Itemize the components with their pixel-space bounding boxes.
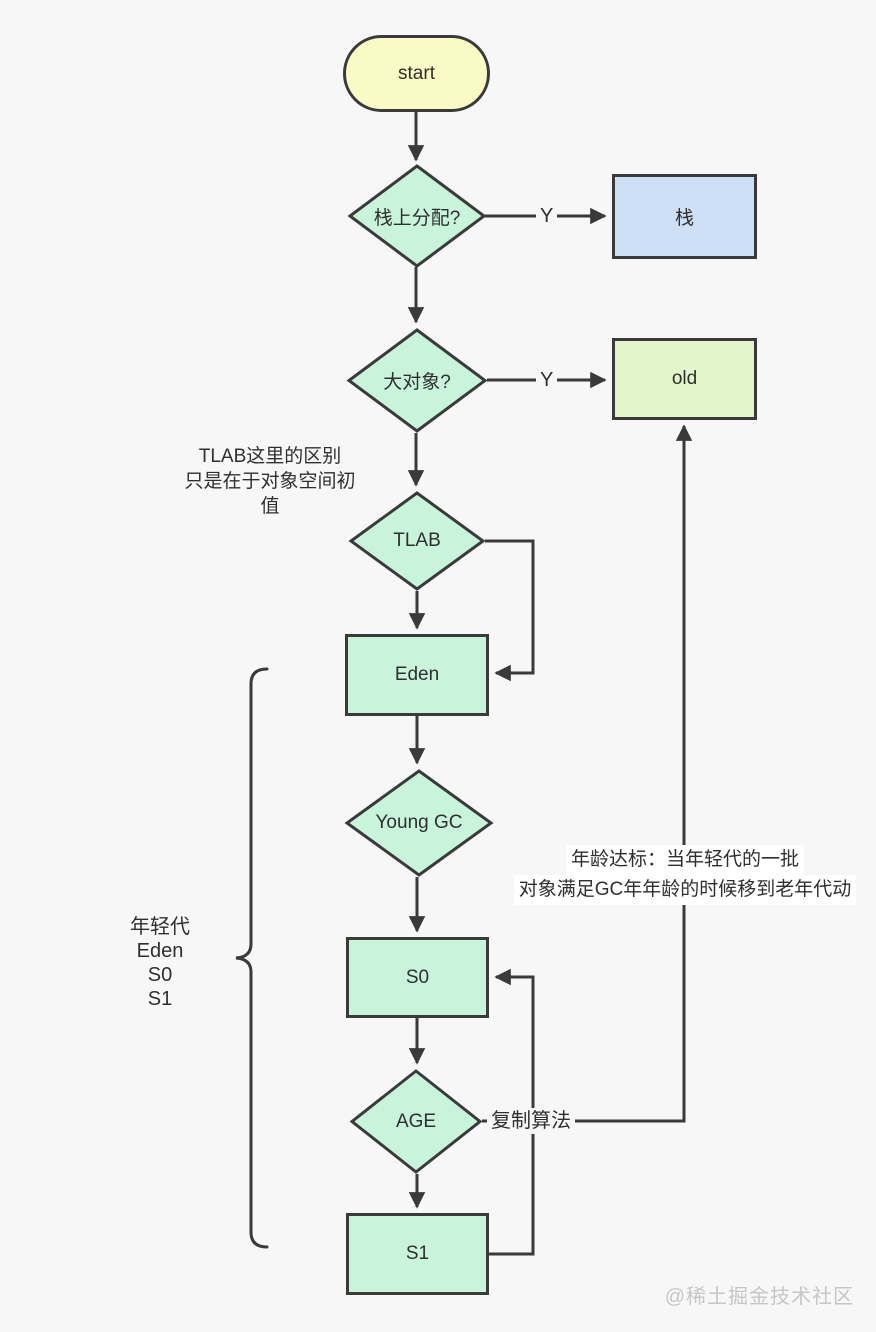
young-gen-label: 年轻代 Eden S0 S1	[100, 915, 220, 1011]
edge-label-stack-alloc-yes: Y	[536, 203, 558, 229]
node-stack: 栈	[612, 174, 757, 259]
age-note-line1: 年龄达标：当年轻代的一批	[565, 845, 804, 875]
tlab-note-line2: 只是在于对象空间初	[184, 471, 356, 492]
node-big-object-label: 大对象?	[383, 372, 451, 393]
tlab-note: TLAB这里的区别 只是在于对象空间初 值	[152, 444, 388, 519]
node-eden-label: Eden	[394, 664, 440, 685]
node-old: old	[612, 338, 757, 420]
age-note: 年龄达标：当年轻代的一批 对象满足GC年年龄的时候移到老年代动	[500, 845, 870, 905]
diamond-shape	[344, 769, 494, 877]
node-old-label: old	[671, 368, 698, 389]
age-note-line2: 对象满足GC年年龄的时候移到老年代动	[513, 875, 857, 905]
node-s1: S1	[346, 1213, 489, 1295]
node-s0-label: S0	[405, 966, 430, 988]
diamond-shape	[349, 1069, 483, 1174]
node-start-label: start	[398, 62, 435, 84]
young-gen-label-line4: S1	[147, 988, 173, 1010]
young-gen-brace	[235, 667, 269, 1249]
node-stack-alloc-label: 栈上分配?	[373, 207, 461, 229]
node-tlab: TLAB	[348, 491, 486, 591]
diamond-shape	[348, 491, 486, 591]
node-age: AGE	[349, 1069, 483, 1174]
diamond-shape	[347, 164, 487, 268]
tlab-note-line1: TLAB这里的区别	[198, 446, 342, 467]
node-big-object: 大对象?	[346, 328, 488, 433]
node-age-label: AGE	[395, 1110, 437, 1132]
node-tlab-label: TLAB	[393, 530, 441, 551]
node-s0: S0	[346, 937, 489, 1018]
edge-age-to-old	[482, 424, 693, 1123]
watermark: @稀土掘金技术社区	[664, 1286, 854, 1308]
young-gen-label-line1: 年轻代	[130, 916, 190, 938]
node-eden: Eden	[345, 634, 489, 716]
node-young-gc: Young GC	[344, 769, 494, 877]
edge-tlab-loop-to-eden	[485, 539, 535, 682]
young-gen-label-line2: Eden	[136, 940, 184, 962]
diamond-shape	[346, 328, 488, 433]
edge-label-copy-algorithm: 复制算法	[487, 1108, 575, 1134]
tlab-note-line3: 值	[260, 496, 280, 517]
node-stack-label: 栈	[674, 208, 694, 229]
edge-label-big-object-yes: Y	[536, 367, 558, 393]
node-stack-alloc: 栈上分配?	[347, 164, 487, 268]
node-young-gc-label: Young GC	[375, 812, 463, 833]
young-gen-label-line3: S0	[147, 964, 173, 986]
node-s1-label: S1	[405, 1243, 430, 1264]
node-start: start	[343, 35, 490, 112]
